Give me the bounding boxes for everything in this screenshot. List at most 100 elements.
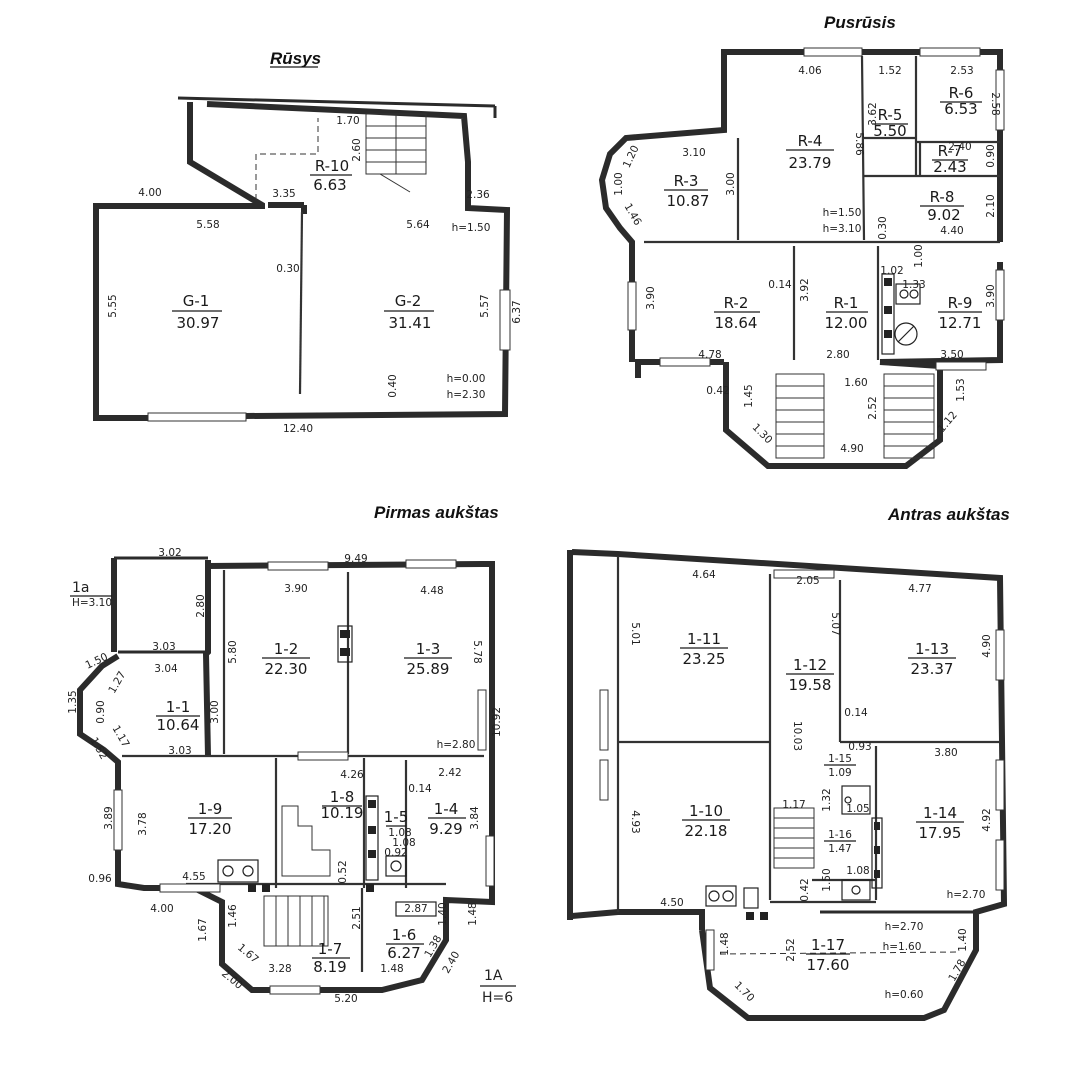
room-id: G-2 bbox=[395, 292, 422, 310]
window bbox=[267, 561, 329, 571]
dimension-label: 0.14 bbox=[844, 707, 868, 719]
dimension-label: 1.32 bbox=[821, 788, 833, 811]
dimension-label: 4.48 bbox=[420, 585, 443, 597]
dimension-label: 5.58 bbox=[196, 219, 219, 231]
room-area: 1.47 bbox=[828, 843, 851, 855]
window bbox=[935, 361, 987, 371]
dimension-label: 0.90 bbox=[95, 700, 107, 723]
dimension-label: 1.70 bbox=[336, 115, 359, 127]
dimension-label: 2.40 bbox=[948, 141, 971, 153]
dimension-label: 1.30 bbox=[750, 421, 775, 446]
dimension-label: 4.93 bbox=[629, 810, 641, 833]
dimension-label: 0.93 bbox=[848, 741, 871, 753]
window bbox=[269, 985, 321, 995]
room-id: 1-15 bbox=[828, 753, 852, 765]
room-area: 1.08 bbox=[388, 827, 411, 839]
dimension-label: 1.08 bbox=[392, 837, 415, 849]
dimension-label: 1.27 bbox=[106, 669, 128, 695]
window bbox=[599, 689, 609, 751]
dimension-label: 1.35 bbox=[67, 690, 79, 713]
dimension-label: 5.86 bbox=[853, 132, 865, 156]
dimension-label: 1.33 bbox=[902, 279, 925, 291]
dimension-label: 4.50 bbox=[660, 897, 683, 909]
stair-rusys bbox=[365, 113, 427, 193]
room-id: 1-14 bbox=[923, 804, 957, 822]
room-id: G-1 bbox=[183, 292, 210, 310]
dimension-label: 2.40 bbox=[440, 949, 462, 975]
room-id: R-9 bbox=[948, 294, 973, 312]
room-area: 6.27 bbox=[387, 944, 420, 962]
dimension-label: h=0.60 bbox=[885, 989, 924, 1001]
room-area: 30.97 bbox=[177, 314, 220, 332]
dimension-label: 5.57 bbox=[479, 294, 491, 317]
plan-antras: Antras aukštas bbox=[567, 505, 1010, 1021]
dimension-label: 2.00 bbox=[219, 968, 245, 992]
window bbox=[995, 69, 1005, 131]
plan-title-rusys: Rūsys bbox=[270, 49, 321, 68]
dimension-label: 2.58 bbox=[989, 92, 1001, 115]
dimension-label: 0.52 bbox=[337, 860, 349, 883]
partition bbox=[616, 556, 1000, 912]
dimension-label: 1.48 bbox=[380, 963, 403, 975]
partition-g1-g2 bbox=[298, 211, 304, 395]
room-area: 9.02 bbox=[927, 206, 960, 224]
room-area: 12.71 bbox=[939, 314, 982, 332]
dimension-label: 5.64 bbox=[406, 219, 430, 231]
room-area: 25.89 bbox=[407, 660, 450, 678]
room-id: 1-9 bbox=[198, 800, 223, 818]
window bbox=[147, 412, 247, 422]
room-id: 1-8 bbox=[330, 788, 355, 806]
stair-antras bbox=[773, 807, 815, 869]
room-area: 2.43 bbox=[933, 158, 966, 176]
room-id: 1-13 bbox=[915, 640, 949, 658]
dimension-label: 0.96 bbox=[88, 873, 112, 885]
window bbox=[773, 569, 835, 579]
dimension-label: 3.02 bbox=[158, 547, 181, 559]
dimension-label: 1.52 bbox=[88, 735, 110, 761]
room-id: R-10 bbox=[315, 157, 349, 175]
dimension-label: 9.49 bbox=[344, 553, 367, 565]
dimension-label: h=2.80 bbox=[437, 739, 476, 751]
dimension-label: h=0.00 bbox=[447, 373, 486, 385]
dimension-label: 1.60 bbox=[844, 377, 867, 389]
dimension-label: 3.03 bbox=[168, 745, 191, 757]
dimension-label: h=2.70 bbox=[885, 921, 924, 933]
dimension-label: 1.45 bbox=[743, 384, 755, 407]
dimension-label: 1.20 bbox=[621, 144, 642, 170]
window bbox=[919, 47, 981, 57]
stair-pusrusis bbox=[775, 373, 935, 459]
marker-label: H=6 bbox=[482, 990, 513, 1006]
room-area: 19.58 bbox=[789, 676, 832, 694]
dimension-label: 5.01 bbox=[629, 622, 641, 645]
partition bbox=[122, 570, 484, 972]
dimension-label: 0.42 bbox=[706, 385, 729, 397]
dimension-label: 0.30 bbox=[877, 216, 889, 239]
window bbox=[659, 357, 711, 367]
dimension-label: h=1.50 bbox=[823, 207, 862, 219]
dimension-label: 3.00 bbox=[725, 172, 737, 195]
dimension-label: 10.92 bbox=[491, 707, 503, 737]
dimension-label: 0.14 bbox=[408, 783, 432, 795]
dimension-label: 2.10 bbox=[985, 194, 997, 217]
room-id: R-4 bbox=[798, 132, 823, 150]
dimension-label: 1.02 bbox=[880, 265, 903, 277]
room-area: 23.37 bbox=[911, 660, 954, 678]
plan-title-pusrusis: Pusrūsis bbox=[824, 13, 896, 32]
room-id: 1-5 bbox=[384, 808, 409, 826]
dimension-label: 4.90 bbox=[981, 634, 993, 657]
plan-title-antras: Antras aukštas bbox=[887, 505, 1010, 524]
window bbox=[159, 883, 221, 893]
dimension-label: 1.52 bbox=[878, 65, 901, 77]
radiator-icon bbox=[248, 884, 374, 892]
stair-block-wall bbox=[268, 202, 307, 214]
dimension-label: 1.53 bbox=[955, 378, 967, 401]
dimension-label: 3.50 bbox=[940, 349, 963, 361]
dimension-label: 1.70 bbox=[732, 979, 757, 1004]
room-area: 8.19 bbox=[313, 958, 346, 976]
dimension-label: 1.50 bbox=[821, 868, 833, 891]
room-id: 1-7 bbox=[318, 940, 343, 958]
dimension-label: h=2.30 bbox=[447, 389, 486, 401]
partition bbox=[644, 55, 1000, 360]
room-id: 1-2 bbox=[274, 640, 299, 658]
room-area: 10.87 bbox=[667, 192, 710, 210]
